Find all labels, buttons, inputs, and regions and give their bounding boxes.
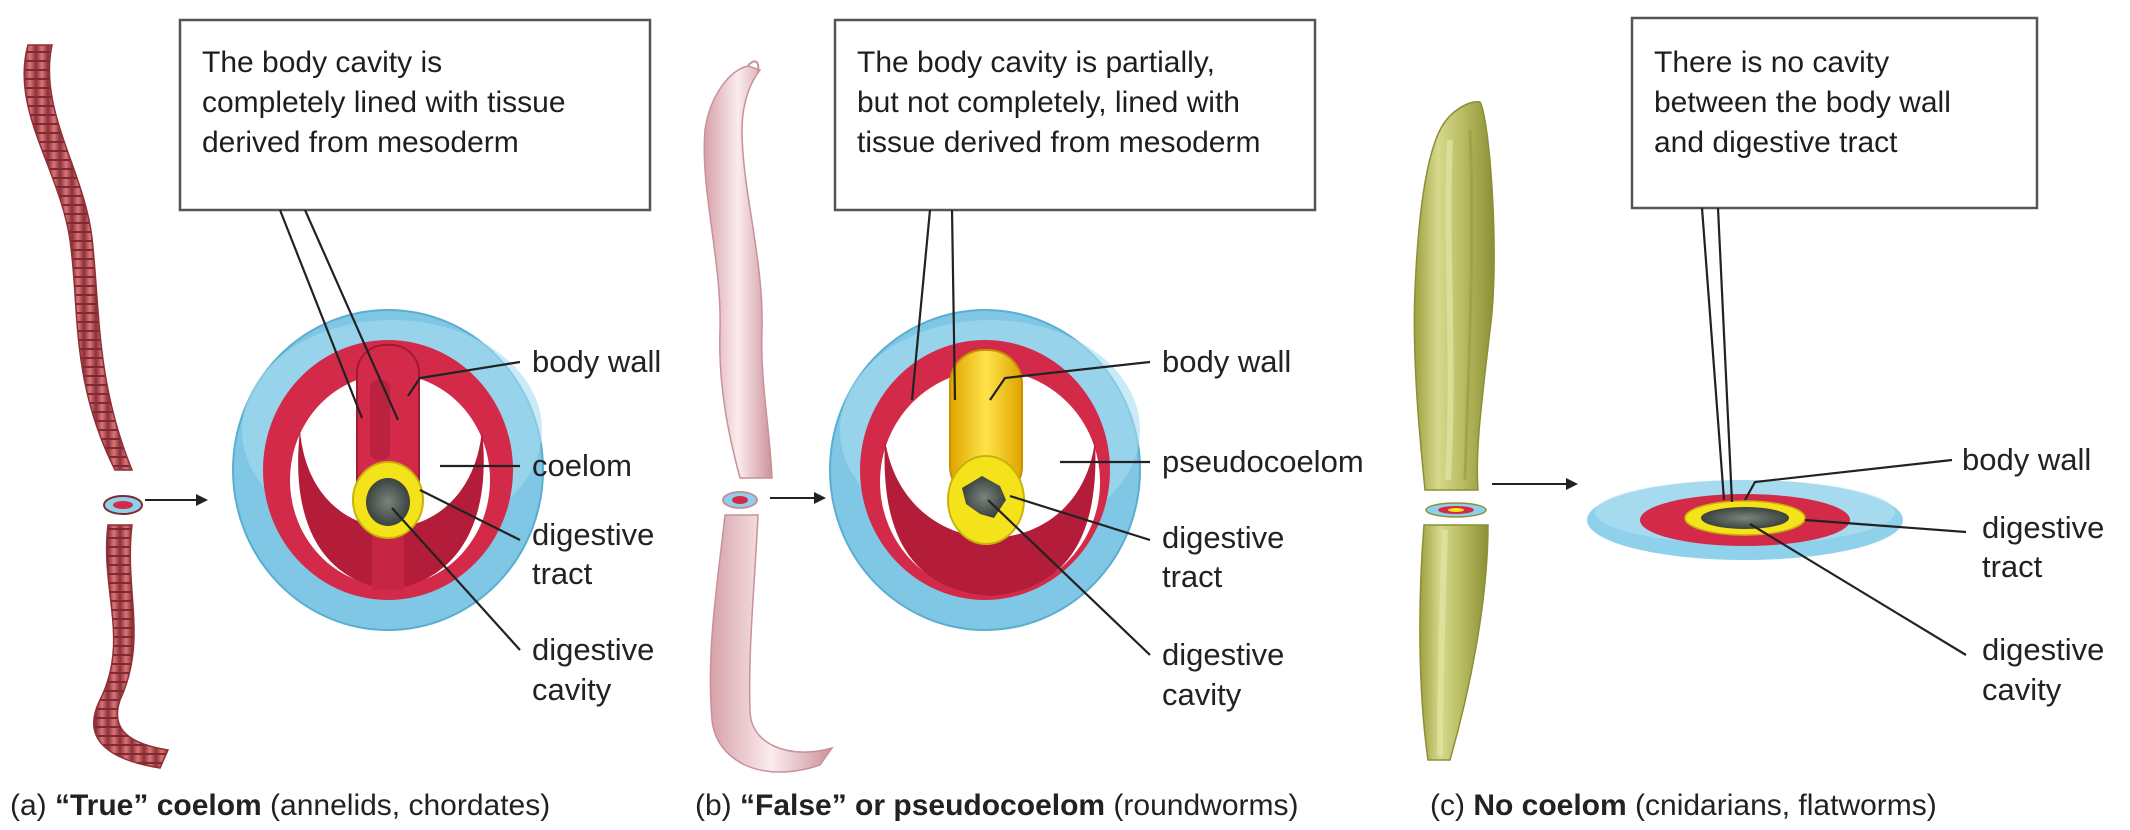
callout-a-line1: The body cavity is — [202, 46, 442, 79]
callout-c-line2: between the body wall — [1654, 86, 1951, 119]
roundworm-upper — [704, 66, 772, 478]
label-a-body-wall: body wall — [532, 344, 661, 379]
callout-a-line3: derived from mesoderm — [202, 126, 519, 159]
label-c-dcav-1: digestive — [1982, 632, 2104, 667]
caption-b: (b) “False” or pseudocoelom (roundworms) — [695, 789, 1298, 822]
cross-section-pseudocoelom — [830, 310, 1140, 630]
earthworm-upper — [24, 45, 132, 470]
label-a-tract-2: tract — [532, 556, 593, 591]
panel-a: The body cavity is completely lined with… — [10, 20, 661, 822]
caption-c: (c) No coelom (cnidarians, flatworms) — [1430, 789, 1937, 822]
callout-c-line3: and digestive tract — [1654, 126, 1898, 159]
label-b-tract-1: digestive — [1162, 520, 1284, 555]
callout-b-line2: but not completely, lined with — [857, 86, 1240, 119]
roundworm-lower — [710, 515, 832, 772]
label-a-dcav-1: digestive — [532, 632, 654, 667]
label-b-body-wall: body wall — [1162, 344, 1291, 379]
label-c-dcav-2: cavity — [1982, 672, 2062, 707]
callout-a-line2: completely lined with tissue — [202, 86, 566, 119]
earthworm-lower — [94, 525, 168, 768]
callout-b-line3: tissue derived from mesoderm — [857, 126, 1260, 159]
label-c-tract-2: tract — [1982, 549, 2043, 584]
label-b-dcav-2: cavity — [1162, 677, 1242, 712]
cross-section-true-coelom — [233, 310, 543, 630]
panel-b: The body cavity is partially, but not co… — [695, 20, 1364, 822]
caption-a: (a) “True” coelom (annelids, chordates) — [10, 789, 550, 822]
label-a-coelom: coelom — [532, 448, 632, 483]
label-a-tract-1: digestive — [532, 517, 654, 552]
label-b-pseudocoelom: pseudocoelom — [1162, 444, 1364, 479]
panel-c: There is no cavity between the body wall… — [1414, 18, 2104, 822]
label-b-tract-2: tract — [1162, 559, 1223, 594]
callout-b-line1: The body cavity is partially, — [857, 46, 1215, 79]
label-a-dcav-2: cavity — [532, 672, 612, 707]
flatworm-upper — [1414, 102, 1494, 490]
label-c-tract-1: digestive — [1982, 510, 2104, 545]
label-c-body-wall: body wall — [1962, 442, 2091, 477]
cross-section-no-coelom — [1587, 480, 1903, 560]
callout-c-line1: There is no cavity — [1654, 46, 1889, 79]
label-b-dcav-1: digestive — [1162, 637, 1284, 672]
flatworm-lower — [1420, 525, 1488, 760]
